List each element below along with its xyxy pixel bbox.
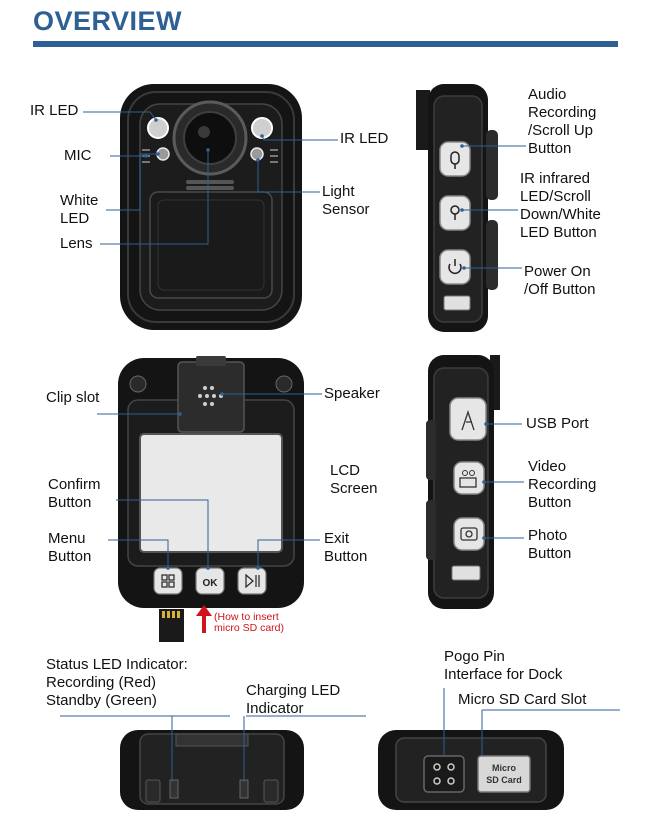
status-led [169,779,179,799]
label-ir-led-right: IR LED [340,130,389,147]
label-photo-line-1: Photo [528,527,568,544]
label-audio-line-3: /Scroll Up [528,122,594,139]
label-photo-button: Photo Button [528,527,571,563]
menu-key [153,567,183,595]
label-exit-line-1: Exit [324,530,350,547]
clip-slot [177,361,245,433]
label-menu-line-2: Button [48,548,92,565]
label-pogo-line-1: Pogo Pin [444,648,505,665]
label-white-led-line-2: LED [60,210,90,227]
sd-insert-hint: (How to insert micro SD card) [214,612,284,634]
label-light-sensor: Light Sensor [322,183,370,219]
label-ir-button: IR infrared LED/Scroll Down/White LED Bu… [520,170,601,242]
label-video-line-1: Video [528,458,567,475]
label-power-line-1: Power On [524,263,591,280]
page-title: OVERVIEW [33,6,183,36]
label-audio-line-2: Recording [528,104,597,121]
label-mic: MIC [64,147,92,164]
label-video-line-2: Recording [528,476,597,493]
ir-led-right [251,117,273,139]
label-confirm-line-2: Button [48,494,92,511]
label-usb-port: USB Port [526,415,589,432]
label-light-sensor-line-1: Light [322,183,355,200]
label-ir-line-3: Down/White [520,206,601,223]
exit-key [237,567,267,595]
charging-led [239,779,249,799]
label-exit-button: Exit Button [324,530,367,566]
ok-key-text: OK [203,578,219,589]
label-video-line-3: Button [528,494,572,511]
audio-button [439,141,471,177]
label-ir-led-left: IR LED [30,102,79,119]
side-view-buttons-device [416,84,498,332]
sd-label-line-1: Micro [492,763,517,773]
label-ir-line-1: IR infrared [520,170,591,187]
label-audio-line-4: Button [528,140,572,157]
label-power-button: Power On /Off Button [524,263,595,299]
label-confirm-button: Confirm Button [48,476,101,512]
label-lcd-screen: LCD Screen [330,462,378,498]
label-exit-line-2: Button [324,548,368,565]
power-button [439,249,471,285]
label-ir-line-4: LED Button [520,224,597,241]
label-confirm-line-1: Confirm [48,476,101,493]
label-charging-line-2: Indicator [246,700,304,717]
photo-button [453,517,485,551]
label-charging-line-1: Charging LED [246,682,341,699]
back-view-device: OK [118,356,304,642]
label-status-line-2: Recording (Red) [46,674,157,691]
label-micro-sd-slot: Micro SD Card Slot [458,691,587,708]
bottom-view-device: Micro SD Card [378,730,564,810]
label-lens: Lens [60,235,93,252]
label-lcd-line-1: LCD [330,462,361,479]
ir-led-left [147,117,169,139]
label-white-led-line-1: White [60,192,99,209]
confirm-key [195,567,225,595]
sd-hint-line-1: (How to insert [214,611,279,623]
sd-label-line-2: SD Card [486,775,522,785]
label-pogo-line-2: Interface for Dock [444,666,563,683]
label-menu-line-1: Menu [48,530,86,547]
label-charging-led: Charging LED Indicator [246,682,340,718]
pogo-pin-interface [423,755,465,793]
label-white-led: White LED [60,192,98,228]
top-view-device [120,730,304,810]
label-audio-button: Audio Recording /Scroll Up Button [528,86,596,158]
micro-sd-slot [477,755,531,793]
label-lcd-line-2: Screen [330,480,378,497]
front-view-device [120,84,302,330]
label-status-line-1: Status LED Indicator: [46,656,188,673]
label-photo-line-2: Button [528,545,572,562]
label-speaker: Speaker [324,385,380,402]
label-pogo-pin: Pogo Pin Interface for Dock [444,648,562,684]
title-rule [33,41,618,47]
label-power-line-2: /Off Button [524,281,596,298]
ir-button [439,195,471,231]
label-light-sensor-line-2: Sensor [322,201,370,218]
sd-hint-line-2: micro SD card) [214,622,285,634]
label-ir-line-2: LED/Scroll [520,188,591,205]
usb-port [449,397,487,441]
light-sensor [250,147,264,161]
label-status-led: Status LED Indicator: Recording (Red) St… [46,656,188,710]
label-audio-line-1: Audio [528,86,567,103]
lcd-screen [139,433,283,553]
label-clip-slot: Clip slot [46,389,100,406]
label-video-button: Video Recording Button [528,458,596,512]
side-view-ports-device [426,355,500,609]
leader-lines [60,111,620,782]
label-status-line-3: Standby (Green) [46,692,157,709]
label-menu-button: Menu Button [48,530,91,566]
